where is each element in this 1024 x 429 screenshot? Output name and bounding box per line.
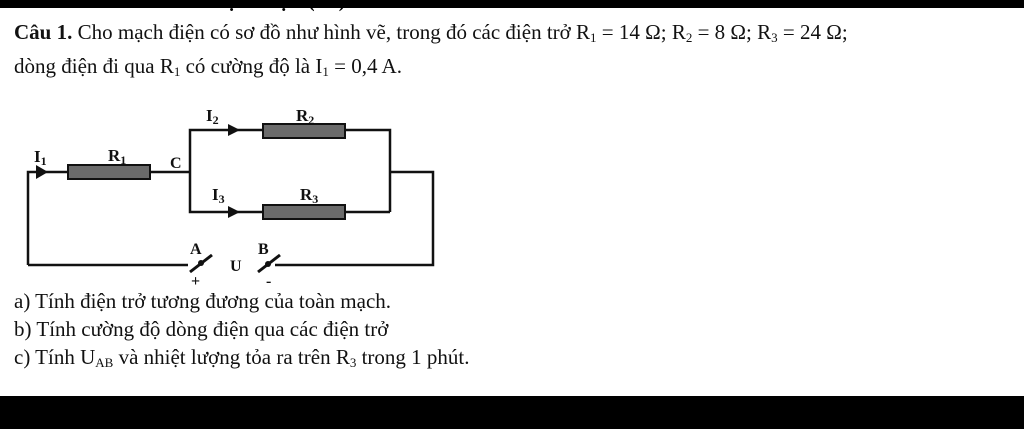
- terminal-b: [257, 253, 281, 274]
- label-r3: R3: [300, 185, 318, 206]
- terminal-a: [189, 253, 213, 274]
- r1-symbol: R1: [576, 20, 597, 45]
- arrow-i1: [36, 165, 48, 179]
- label-i2: I2: [206, 106, 219, 127]
- cut-section-heading: II. PHẦN CÂU HỎI TỰ LUẬN(3đ): [14, 0, 347, 12]
- label-c: C: [170, 155, 182, 172]
- part-b: b) Tính cường độ dòng điện qua các điện …: [14, 317, 389, 341]
- i1-value: = 0,4 A.: [334, 54, 402, 78]
- label-a: A: [190, 241, 202, 258]
- question-statement: Câu 1. Cho mạch điện có sơ đồ như hình v…: [14, 18, 1014, 86]
- r2-value: = 8 Ω;: [697, 20, 752, 44]
- current-mid-text: có cường độ là: [185, 54, 311, 78]
- question-number: Câu 1.: [14, 20, 73, 44]
- label-b: B: [258, 241, 269, 258]
- part-a: a) Tính điện trở tương đương của toàn mạ…: [14, 289, 392, 313]
- top-black-bar: [0, 0, 1024, 8]
- label-r1: R1: [108, 146, 126, 167]
- label-minus: -: [266, 273, 271, 290]
- i1-symbol: I1: [315, 54, 329, 79]
- part-c: c) Tính UAB và nhiệt lượng tỏa ra trên R…: [14, 345, 470, 370]
- label-i1: I1: [34, 147, 47, 168]
- r3-symbol: R3: [757, 20, 778, 45]
- circuit-diagram: I1 R1 C I2 R2 I3 R3 A B U + -: [26, 106, 435, 290]
- question-intro: Cho mạch điện có sơ đồ như hình vẽ, tron…: [77, 20, 571, 44]
- line2-r1-symbol: R1: [159, 54, 181, 79]
- r1-value: = 14 Ω;: [601, 20, 667, 44]
- arrow-i2: [228, 124, 240, 136]
- right-wire: [275, 170, 435, 267]
- circuit-wires: [26, 128, 435, 267]
- resistor-r3: [262, 204, 346, 220]
- question-line-2: dòng điện đi qua R1 có cường độ là I1 = …: [14, 52, 1014, 86]
- arrow-i3: [228, 206, 240, 218]
- r2-symbol: R2: [671, 20, 693, 45]
- resistor-r1: [67, 164, 151, 180]
- bottom-black-bar: [0, 396, 1024, 429]
- sub-questions: a) Tính điện trở tương đương của toàn mạ…: [14, 287, 470, 377]
- label-r2: R2: [296, 106, 314, 127]
- label-plus: +: [191, 273, 200, 290]
- question-line-1: Câu 1. Cho mạch điện có sơ đồ như hình v…: [14, 18, 1014, 52]
- label-i3: I3: [212, 185, 225, 206]
- label-u: U: [230, 258, 242, 275]
- resistor-r2: [262, 123, 346, 139]
- current-text: dòng điện đi qua: [14, 54, 155, 78]
- r3-value: = 24 Ω;: [782, 20, 848, 44]
- left-wire: [26, 170, 190, 265]
